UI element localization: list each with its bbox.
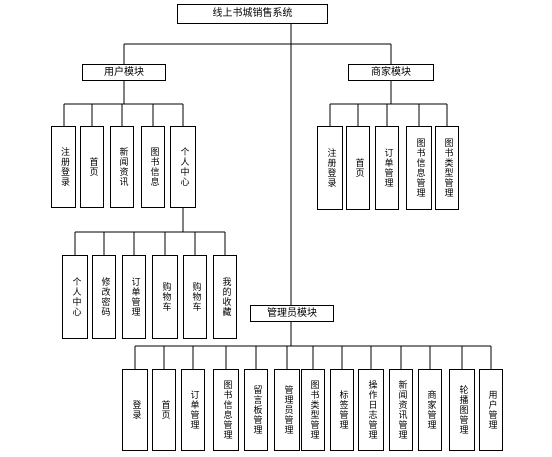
admin-item-admin-management: 管理员管理 bbox=[274, 369, 300, 451]
merchant-item-register-login: 注册登录 bbox=[317, 126, 343, 210]
merchant-item-book-info-management: 图书信息管理 bbox=[406, 126, 432, 210]
pc-item-change-password: 修改密码 bbox=[92, 255, 116, 339]
user-module-node: 用户模块 bbox=[82, 64, 166, 81]
admin-item-tag-management: 标签管理 bbox=[330, 369, 354, 451]
admin-item-carousel-management: 轮播图管理 bbox=[449, 369, 475, 451]
user-item-news: 新闻资讯 bbox=[110, 126, 134, 208]
admin-item-news-management: 新闻资讯管理 bbox=[389, 369, 413, 451]
user-item-home: 首页 bbox=[80, 126, 104, 208]
merchant-item-order-management: 订单管理 bbox=[375, 126, 399, 210]
merchant-item-home: 首页 bbox=[346, 126, 370, 210]
root-node: 线上书城销售系统 bbox=[177, 4, 328, 24]
pc-item-personal-center: 个人中心 bbox=[62, 255, 88, 339]
admin-item-book-type-management: 图书类型管理 bbox=[301, 369, 325, 451]
user-item-personal-center: 个人中心 bbox=[170, 126, 196, 208]
user-item-book-info: 图书信息 bbox=[141, 126, 165, 208]
pc-item-favorites: 我的收藏 bbox=[213, 255, 237, 339]
admin-item-merchant-management: 商家管理 bbox=[418, 369, 442, 451]
admin-item-home: 首页 bbox=[152, 369, 176, 451]
admin-module-node: 管理员模块 bbox=[250, 305, 334, 322]
pc-item-cart: 购物车 bbox=[152, 255, 178, 339]
user-item-register-login: 注册登录 bbox=[51, 126, 76, 208]
pc-item-order-management: 订单管理 bbox=[122, 255, 146, 339]
admin-item-user-management: 用户管理 bbox=[479, 369, 503, 451]
admin-item-message-board-management: 留言板管理 bbox=[244, 369, 268, 451]
admin-item-book-info-management: 图书信息管理 bbox=[213, 369, 239, 451]
admin-item-operation-log-management: 操作日志管理 bbox=[358, 369, 384, 451]
pc-item-cart-2: 购物车 bbox=[183, 255, 207, 339]
admin-item-order-management: 订单管理 bbox=[181, 369, 205, 451]
merchant-item-book-type-management: 图书类型管理 bbox=[435, 126, 459, 210]
merchant-module-node: 商家模块 bbox=[348, 64, 434, 81]
admin-item-login: 登录 bbox=[122, 369, 148, 451]
